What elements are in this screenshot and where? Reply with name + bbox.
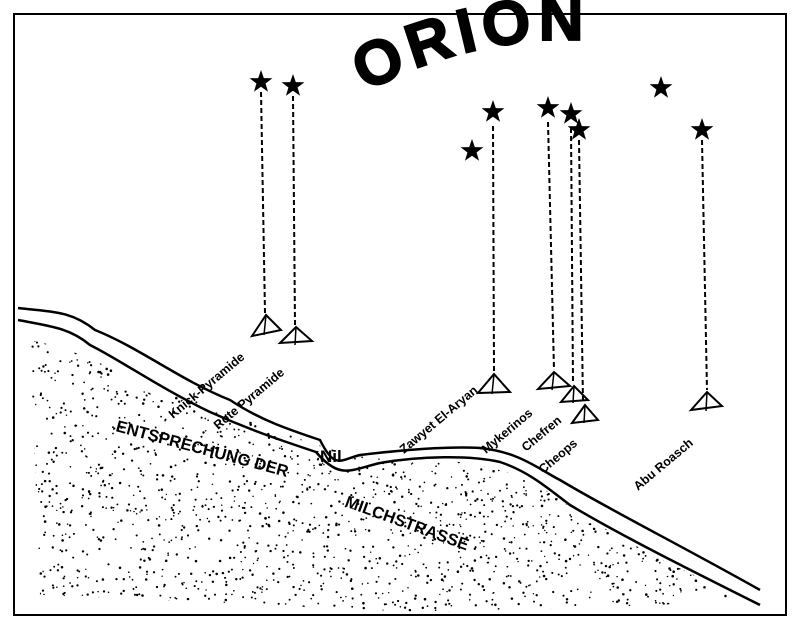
mykerinos-link [535, 96, 573, 391]
pyramid-icon [249, 313, 284, 338]
star-icon [249, 70, 273, 92]
river-label-nil: Nil [320, 447, 342, 466]
pyramid-icon [535, 370, 573, 391]
pyramid-icon [475, 372, 513, 395]
label-zawyet-el-aryan: Zawyet El-Aryan [397, 383, 481, 456]
chefren-link [558, 102, 591, 404]
label-cheops: Cheops [536, 436, 580, 476]
star-icon [281, 74, 305, 96]
star-icon [460, 139, 484, 161]
knick-pyramide-link [249, 70, 284, 338]
pyramid-icon [558, 384, 591, 404]
orion-title: ORION [342, 0, 590, 104]
star-icon [481, 100, 505, 122]
star-icon [649, 76, 673, 98]
cheops-link [567, 118, 600, 425]
rote-pyramide-link [277, 74, 315, 346]
diagram-frame [13, 13, 787, 616]
star-pyramid-links [249, 70, 725, 425]
zawyet-el-aryan-link [475, 100, 513, 395]
star-icon [536, 96, 560, 118]
abu-roasch-link [688, 118, 725, 412]
nile-east-bank [17, 306, 761, 592]
pyramid-labels: Knick-Pyramide Rote Pyramide Zawyet El-A… [166, 350, 696, 493]
star-icon [690, 118, 714, 140]
label-abu-roasch: Abu Roasch [631, 436, 696, 494]
nile-west-bank [17, 318, 761, 607]
